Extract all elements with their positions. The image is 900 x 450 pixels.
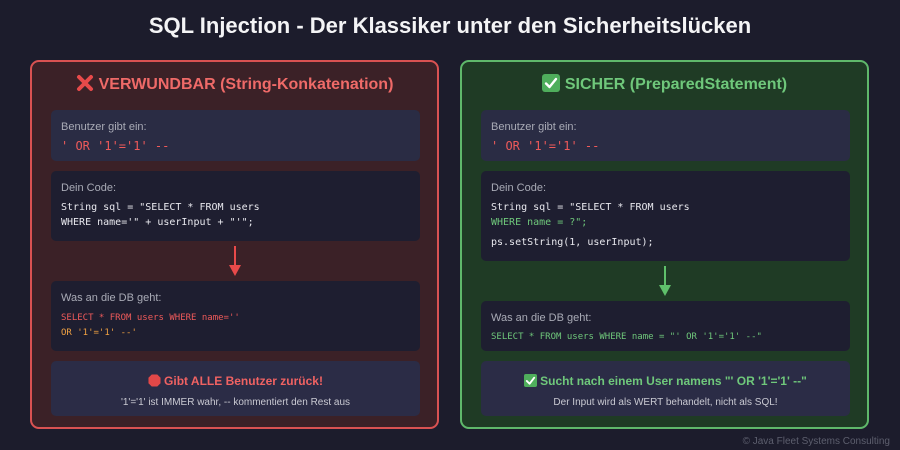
down-arrow-icon: [229, 246, 241, 276]
result-title-label: Sucht nach einem User namens "' OR '1'='…: [540, 374, 807, 388]
secure-header-label: SICHER (PreparedStatement): [564, 76, 788, 93]
user-input-box: Benutzer gibt ein: ' OR '1'='1' --: [51, 110, 420, 161]
code-label: Dein Code:: [61, 182, 117, 194]
result-subtitle: Der Input wird als WERT behandelt, nicht…: [553, 397, 778, 408]
copyright-footer: © Java Fleet Systems Consulting: [742, 436, 890, 447]
vulnerable-header: VERWUNDBAR (String-Konkatenation): [32, 74, 437, 94]
code-line: ps.setString(1, userInput);: [491, 237, 654, 248]
check-mark-icon: [541, 74, 560, 92]
code-line: WHERE name = ?";: [491, 217, 588, 228]
code-line: WHERE name='" + userInput + "'";: [61, 217, 254, 228]
result-subtitle: '1'='1' ist IMMER wahr, -- kommentiert d…: [120, 397, 351, 408]
secure-panel: SICHER (PreparedStatement) Benutzer gibt…: [460, 60, 869, 429]
user-input-box: Benutzer gibt ein: ' OR '1'='1' --: [481, 110, 850, 161]
check-mark-icon: [524, 374, 538, 387]
code-label: Dein Code:: [491, 182, 547, 194]
code-line: String sql = "SELECT * FROM users: [61, 202, 260, 213]
vulnerable-panel: VERWUNDBAR (String-Konkatenation) Benutz…: [30, 60, 439, 429]
vulnerable-header-label: VERWUNDBAR (String-Konkatenation): [98, 76, 394, 93]
code-box: Dein Code: String sql = "SELECT * FROM u…: [481, 171, 850, 261]
user-input-value: ' OR '1'='1' --: [61, 139, 170, 153]
result-title-label: Gibt ALLE Benutzer zurück!: [164, 374, 323, 388]
result-title: Sucht nach einem User namens "' OR '1'='…: [481, 374, 850, 388]
db-query-box: Was an die DB geht: SELECT * FROM users …: [481, 301, 850, 351]
page-title: SQL Injection - Der Klassiker unter den …: [148, 13, 752, 38]
db-query-line: SELECT * FROM users WHERE name = "' OR '…: [491, 332, 762, 342]
result-box: Gibt ALLE Benutzer zurück! '1'='1' ist I…: [51, 361, 420, 416]
stop-sign-icon: [148, 374, 161, 387]
result-box: Sucht nach einem User namens "' OR '1'='…: [481, 361, 850, 416]
user-input-label: Benutzer gibt ein:: [491, 121, 577, 133]
result-title: Gibt ALLE Benutzer zurück!: [51, 374, 420, 388]
code-box: Dein Code: String sql = "SELECT * FROM u…: [51, 171, 420, 241]
down-arrow-icon: [659, 266, 671, 296]
user-input-value: ' OR '1'='1' --: [491, 139, 600, 153]
db-query-line: SELECT * FROM users WHERE name='': [61, 313, 240, 323]
code-line: String sql = "SELECT * FROM users: [491, 202, 690, 213]
db-query-box: Was an die DB geht: SELECT * FROM users …: [51, 281, 420, 351]
user-input-label: Benutzer gibt ein:: [61, 121, 147, 133]
secure-header: SICHER (PreparedStatement): [462, 74, 867, 94]
cross-mark-icon: [76, 75, 93, 91]
db-query-label: Was an die DB geht:: [61, 292, 162, 304]
db-query-label: Was an die DB geht:: [491, 312, 592, 324]
db-query-line: OR '1'='1' --': [61, 328, 137, 338]
